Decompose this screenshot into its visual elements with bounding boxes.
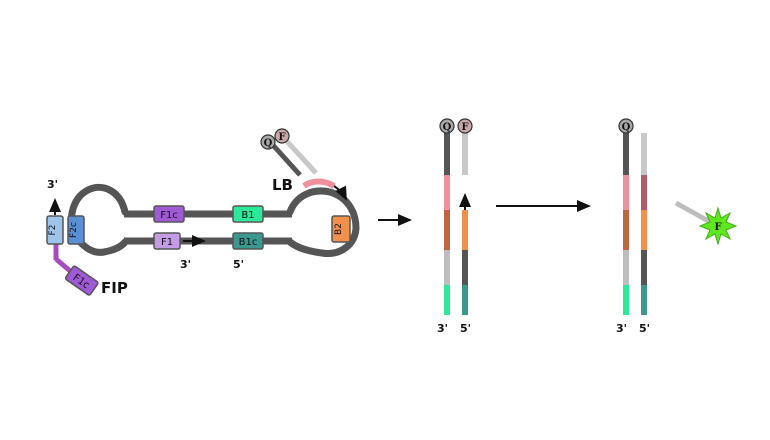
mid-left-seg-gray bbox=[444, 250, 450, 285]
right-right-seg-dark bbox=[641, 250, 647, 285]
lb-quencher-label: Q bbox=[264, 138, 273, 149]
f1c-label: F1c bbox=[160, 210, 178, 221]
b1c-5prime-label: 5' bbox=[233, 258, 244, 271]
lb-fluorophore bbox=[274, 128, 290, 144]
f1-3prime-label: 3' bbox=[180, 258, 191, 271]
f2-label: F2 bbox=[48, 225, 58, 236]
released-fluorophore: F bbox=[674, 200, 738, 246]
right-quencher bbox=[618, 118, 634, 134]
released-strand bbox=[674, 200, 714, 226]
lb-fluorophore-label: F bbox=[278, 132, 285, 143]
right-left-seg-green bbox=[623, 285, 629, 315]
mid-fluorophore bbox=[457, 118, 473, 134]
mid-left-seg-rust bbox=[444, 210, 450, 250]
right-right-seg-mauve bbox=[641, 175, 647, 210]
b2-box bbox=[331, 215, 351, 243]
right-left-seg-quencher bbox=[623, 130, 629, 175]
mid-quencher-label: Q bbox=[443, 122, 452, 133]
right-right-seg-teal bbox=[641, 285, 647, 315]
right-loop bbox=[286, 187, 360, 257]
middle-duplex: Q F 3' 5' bbox=[437, 118, 473, 335]
f1-label: F1 bbox=[161, 237, 173, 248]
right-right-seg-orange bbox=[641, 210, 647, 250]
mid-right-seg-dark bbox=[462, 250, 468, 285]
f2c-label: F2c bbox=[69, 222, 79, 238]
right-right-seg-gray bbox=[641, 133, 647, 175]
b1c-box bbox=[232, 232, 264, 250]
lb-strand-gray bbox=[270, 142, 302, 177]
mid-5prime-label: 5' bbox=[460, 322, 471, 335]
b2-label: B2 bbox=[334, 223, 344, 235]
fluorophore-burst bbox=[698, 206, 738, 246]
right-3prime-label: 3' bbox=[616, 322, 627, 335]
dumbbell-structure: F1c B1 F1 3' B1c 5' B2 F2c bbox=[67, 183, 360, 271]
right-quencher-label: Q bbox=[622, 122, 631, 133]
right-left-seg-pink bbox=[623, 175, 629, 210]
lb-label: LB bbox=[272, 176, 293, 194]
b1-label: B1 bbox=[241, 210, 254, 221]
lb-pink-segment bbox=[302, 178, 336, 189]
lb-fluor-strand bbox=[280, 134, 318, 175]
mid-3prime-label: 3' bbox=[437, 322, 448, 335]
right-left-seg-rust bbox=[623, 210, 629, 250]
f2c-box bbox=[67, 215, 85, 245]
mid-left-seg-green bbox=[444, 285, 450, 315]
b1-box bbox=[232, 205, 264, 223]
lb-quencher bbox=[260, 134, 276, 150]
b1c-label: B1c bbox=[239, 237, 258, 248]
fip-f1c-box bbox=[64, 265, 99, 296]
mid-quencher bbox=[439, 118, 455, 134]
fip-3prime-label: 3' bbox=[47, 178, 58, 191]
released-fluorophore-label: F bbox=[714, 222, 721, 233]
mid-left-seg-quencher bbox=[444, 130, 450, 175]
right-left-seg-gray bbox=[623, 250, 629, 285]
f2-box bbox=[46, 215, 64, 245]
mid-right-seg-fluor bbox=[462, 130, 468, 175]
fip-label: FIP bbox=[101, 279, 128, 297]
lb-probe: Q F LB bbox=[260, 128, 347, 201]
mid-right-seg-teal bbox=[462, 285, 468, 315]
f1c-box bbox=[153, 205, 185, 223]
right-5prime-label: 5' bbox=[639, 322, 650, 335]
fip-primer: F2 3' F1c FIP bbox=[46, 178, 128, 297]
mid-left-seg-pink bbox=[444, 175, 450, 210]
mid-right-seg-orange bbox=[462, 210, 468, 250]
right-duplex: Q 3' 5' bbox=[616, 118, 650, 335]
f1-box bbox=[153, 232, 181, 250]
lb-extension-arrow bbox=[333, 185, 347, 201]
mid-fluorophore-label: F bbox=[461, 122, 468, 133]
